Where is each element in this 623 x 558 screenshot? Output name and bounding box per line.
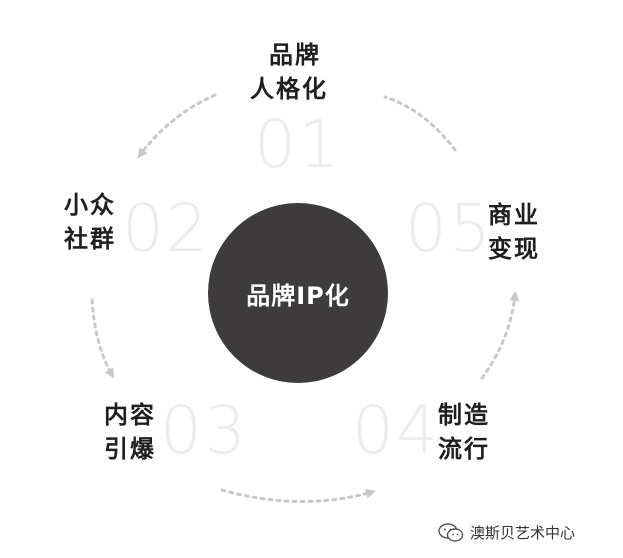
step-label-04-line1: 制造 xyxy=(438,401,490,429)
step-label-02: 小众 社群 xyxy=(64,188,116,256)
center-label: 品牌IP化 xyxy=(246,281,350,310)
step-label-03-line1: 内容 xyxy=(104,401,156,429)
arrow-04-to-05 xyxy=(480,291,520,380)
watermark-text: 澳斯贝艺术中心 xyxy=(470,524,576,542)
step-label-03: 内容 引爆 xyxy=(104,398,156,466)
step-number-03: 03 xyxy=(160,392,248,469)
step-number-02: 02 xyxy=(122,190,210,267)
step-label-02-line2: 社群 xyxy=(64,225,116,253)
step-label-03-line2: 引爆 xyxy=(104,435,156,463)
arrow-02-to-03 xyxy=(90,298,114,379)
center-circle: 品牌IP化 xyxy=(208,203,388,383)
arrow-01-to-02 xyxy=(137,93,217,159)
step-label-01-line1: 品牌 xyxy=(269,41,321,69)
arrow-05-to-01 xyxy=(383,95,457,152)
arrow-03-to-04 xyxy=(220,488,376,504)
step-number-04: 04 xyxy=(352,392,440,469)
step-label-01-line2: 人格化 xyxy=(250,75,328,103)
step-label-05-line2: 变现 xyxy=(488,235,540,263)
step-label-05-line1: 商业 xyxy=(488,201,540,229)
step-label-04: 制造 流行 xyxy=(438,398,490,466)
step-number-05: 05 xyxy=(405,190,493,267)
step-label-04-line2: 流行 xyxy=(438,435,490,463)
watermark: 澳斯贝艺术中心 xyxy=(438,522,575,543)
step-label-02-line1: 小众 xyxy=(64,191,116,219)
step-label-01: 品牌 人格化 xyxy=(250,38,328,106)
step-label-05: 商业 变现 xyxy=(488,198,540,266)
step-number-01: 01 xyxy=(254,106,342,183)
wechat-icon xyxy=(438,522,464,542)
